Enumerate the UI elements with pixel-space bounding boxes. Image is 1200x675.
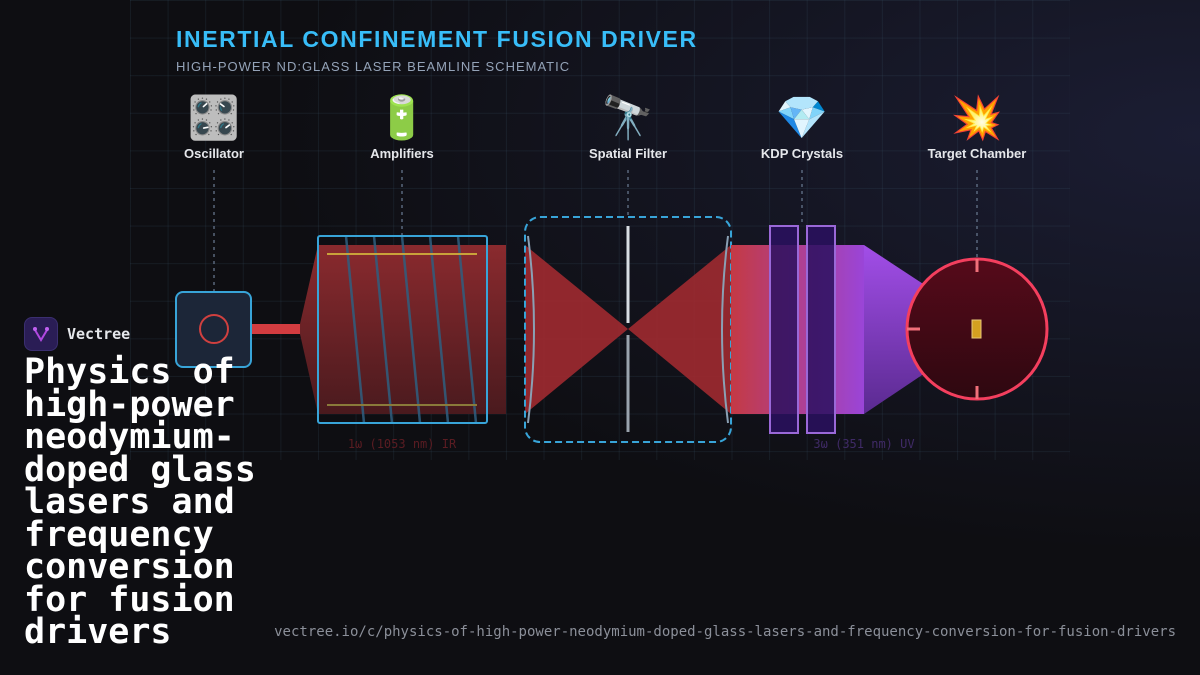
leader-lines	[213, 170, 978, 292]
stage-label: KDP Crystals	[760, 146, 844, 161]
headline: Physics of high-power neodymium-doped gl…	[24, 352, 256, 652]
battery-icon: 🔋	[375, 94, 429, 141]
stage-label: Target Chamber	[927, 146, 1027, 161]
diagram-subtitle: HIGH-POWER ND:GLASS LASER BEAMLINE SCHEM…	[176, 59, 571, 74]
stage-kdp-crystals: 💎 KDP Crystals	[732, 92, 872, 161]
oscillator-box	[175, 291, 252, 368]
chamber-ports	[907, 259, 979, 399]
stage-spatial-filter: 🔭 Spatial Filter	[558, 92, 698, 161]
amplifier-box	[317, 235, 488, 424]
stage-label: Amplifiers	[370, 146, 434, 161]
hohlraum-target	[971, 319, 982, 339]
lens	[527, 235, 535, 424]
spatial-filter-box	[524, 216, 732, 443]
uv-label: 3ω (351 nm) UV	[813, 437, 914, 451]
expanding-beam	[628, 245, 731, 414]
telescope-icon: 🔭	[601, 94, 655, 141]
vectree-logo-icon	[24, 317, 58, 351]
kdp-crystal	[769, 225, 799, 434]
gem-icon: 💎	[775, 94, 829, 141]
stage-oscillator: 🎛️ Oscillator	[144, 92, 284, 161]
oscillator-cavity	[199, 314, 229, 344]
page-url[interactable]: vectree.io/c/physics-of-high-power-neody…	[274, 624, 1176, 640]
seed-beam	[251, 324, 301, 334]
stage-amplifiers: 🔋 Amplifiers	[332, 92, 472, 161]
amplified-beam	[300, 245, 506, 414]
collision-icon: 💥	[950, 94, 1004, 141]
brand: Vectree	[24, 317, 130, 351]
diagram-title: INERTIAL CONFINEMENT FUSION DRIVER	[176, 26, 698, 52]
stage-label: Spatial Filter	[588, 146, 668, 161]
lens	[721, 235, 729, 424]
grid-background	[130, 0, 1070, 460]
brand-name: Vectree	[67, 325, 131, 343]
stage-label: Oscillator	[184, 146, 244, 161]
focusing-beam	[525, 245, 628, 414]
control-knobs-icon: 🎛️	[187, 94, 241, 141]
kdp-crystal	[806, 225, 836, 434]
ir-label: 1ω (1053 nm) IR	[348, 437, 457, 451]
amplifier-slabs	[344, 235, 478, 424]
stage-target-chamber: 💥 Target Chamber	[907, 92, 1047, 161]
